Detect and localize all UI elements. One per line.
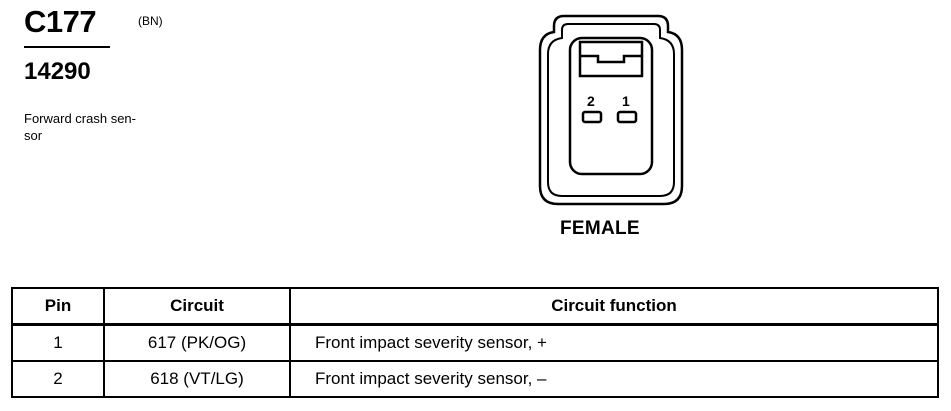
pin-cavity-2 bbox=[581, 110, 603, 124]
pin-cavity-1 bbox=[616, 110, 638, 124]
pin-cell: 1 bbox=[11, 323, 105, 362]
pin-label: 1 bbox=[622, 93, 630, 109]
connector-face-diagram: 2 1 bbox=[538, 14, 684, 206]
connector-latch bbox=[578, 40, 644, 78]
column-header-circuit-function: Circuit function bbox=[289, 287, 939, 326]
connector-insert bbox=[568, 36, 654, 176]
pin-cell: 2 bbox=[11, 360, 105, 398]
pinout-table: Pin Circuit Circuit function 1 617 (PK/O… bbox=[11, 287, 939, 398]
column-header-pin: Pin bbox=[11, 287, 105, 326]
connector-description: Forward crash sen- sor bbox=[24, 111, 136, 143]
column-header-circuit: Circuit bbox=[103, 287, 291, 326]
title-divider bbox=[24, 46, 110, 48]
circuit-cell: 617 (PK/OG) bbox=[103, 323, 291, 362]
connector-inner-shell bbox=[547, 23, 675, 197]
connector-outer-shell bbox=[538, 14, 684, 206]
pin-label: 2 bbox=[587, 93, 595, 109]
table-row: 1 617 (PK/OG) Front impact severity sens… bbox=[11, 323, 939, 362]
part-number: 14290 bbox=[24, 58, 91, 85]
circuit-cell: 618 (VT/LG) bbox=[103, 360, 291, 398]
table-row: 2 618 (VT/LG) Front impact severity sens… bbox=[11, 360, 939, 398]
circuit-function-cell: Front impact severity sensor, – bbox=[289, 360, 939, 398]
table-header-row: Pin Circuit Circuit function bbox=[11, 287, 939, 326]
circuit-function-cell: Front impact severity sensor, + bbox=[289, 323, 939, 362]
color-code: (BN) bbox=[138, 14, 163, 28]
connector-id: C177 bbox=[24, 4, 97, 39]
connector-gender-label: FEMALE bbox=[560, 218, 640, 239]
